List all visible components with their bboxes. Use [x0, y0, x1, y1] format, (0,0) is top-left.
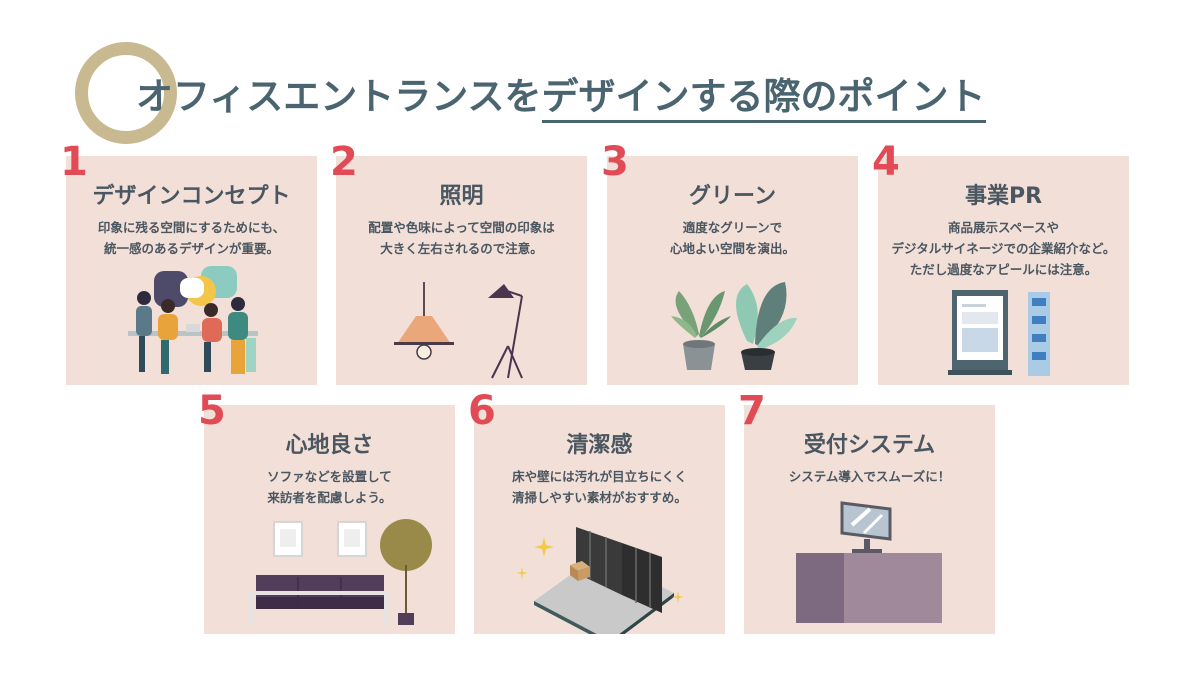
- point-title: グリーン: [689, 184, 776, 209]
- sofa-illustration-icon: [248, 519, 432, 625]
- description-line: 配置や色味によって空間の印象は: [368, 220, 555, 235]
- header: オフィスエントランスをデザインする際のポイント: [0, 0, 1200, 144]
- point-title: 清潔感: [566, 433, 633, 458]
- point-card-5: 5 心地良さ ソファなどを設置して 来訪者を配慮しよう。: [198, 391, 455, 634]
- point-number: 4: [872, 139, 900, 185]
- description-line: 清掃しやすい素材がおすすめ。: [512, 490, 687, 505]
- lamp-illustration-icon: [394, 282, 523, 379]
- point-title: 受付システム: [803, 433, 936, 458]
- point-title: 心地良さ: [285, 433, 374, 458]
- point-number: 3: [601, 139, 629, 185]
- point-number: 1: [60, 139, 88, 185]
- description-line: 心地よい空間を演出。: [669, 241, 795, 256]
- point-description: 配置や色味によって空間の印象は 大きく左右されるので注意。: [336, 217, 587, 259]
- description-line: 床や壁には汚れが目立ちにくく: [512, 469, 687, 484]
- point-description: 印象に残る空間にするためにも、 統一感のあるデザインが重要。: [66, 217, 317, 259]
- point-description: 適度なグリーンで 心地よい空間を演出。: [607, 217, 858, 259]
- signage-illustration-icon: [948, 290, 1050, 376]
- plant-illustration-icon: [671, 282, 797, 370]
- point-number: 2: [330, 139, 358, 185]
- description-line: 来訪者を配慮しよう。: [267, 490, 392, 505]
- point-title: 事業PR: [964, 184, 1043, 209]
- description-line: 統一感のあるデザインが重要。: [103, 241, 279, 256]
- point-card-6: 6 清潔感 床や壁には汚れが目立ちにくく 清掃しやすい素材がおすすめ。: [468, 391, 725, 634]
- point-card-4: 4 事業PR 商品展示スペースや デジタルサイネージでの企業紹介など。 ただし過…: [872, 142, 1129, 385]
- point-number: 5: [198, 388, 226, 434]
- point-number: 6: [468, 388, 496, 434]
- reception-desk-illustration-icon: [796, 501, 942, 623]
- description-line: ソファなどを設置して: [267, 469, 392, 484]
- point-title: 照明: [439, 184, 484, 209]
- meeting-people-illustration-icon: [128, 266, 258, 374]
- description-line: 印象に残る空間にするためにも、: [97, 220, 286, 235]
- point-card-2: 2 照明 配置や色味によって空間の印象は 大きく左右されるので注意。: [330, 142, 587, 385]
- point-card-7: 7 受付システム システム導入でスムーズに！: [738, 391, 995, 634]
- description-line: 適度なグリーンで: [682, 220, 783, 235]
- point-description: システム導入でスムーズに！: [744, 466, 995, 487]
- page-title-part1: オフィスエントランスを: [136, 75, 542, 118]
- point-description: 商品展示スペースや デジタルサイネージでの企業紹介など。 ただし過度なアピールに…: [878, 217, 1129, 280]
- description-line: 商品展示スペースや: [947, 220, 1059, 235]
- point-title: デザインコンセプト: [92, 184, 291, 209]
- point-number: 7: [738, 388, 766, 434]
- page-title-part2: デザインする際のポイント: [541, 75, 986, 123]
- point-description: ソファなどを設置して 来訪者を配慮しよう。: [204, 466, 455, 508]
- description-line: 大きく左右されるので注意。: [380, 241, 543, 256]
- clean-entrance-illustration-icon: [516, 527, 684, 634]
- page-title: オフィスエントランスをデザインする際のポイント: [136, 66, 986, 123]
- description-line: ただし過度なアピールには注意。: [909, 262, 1098, 277]
- description-line: システム導入でスムーズに！: [788, 469, 951, 484]
- description-line: デジタルサイネージでの企業紹介など。: [891, 241, 1116, 256]
- point-description: 床や壁には汚れが目立ちにくく 清掃しやすい素材がおすすめ。: [474, 466, 725, 508]
- point-card-3: 3 グリーン 適度なグリーンで 心地よい空間を演出。: [601, 142, 858, 385]
- point-card-1: 1 デザインコンセプト 印象に残る空間にするためにも、 統一感のあるデザインが重…: [60, 142, 317, 385]
